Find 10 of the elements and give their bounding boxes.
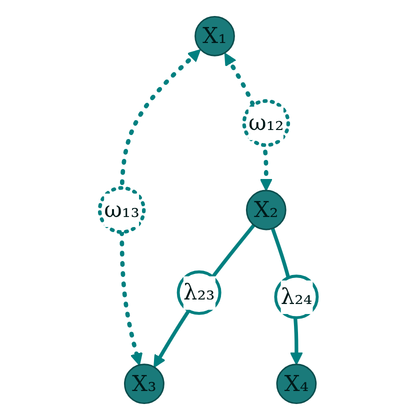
node-circle: X₁ — [194, 16, 235, 56]
edge-label: ω₁₂ — [248, 110, 284, 136]
node-circle: X₂ — [246, 190, 286, 230]
edge-label: λ₂₄ — [280, 283, 312, 310]
node-circle: X₃ — [124, 364, 164, 404]
edge-label: λ₂₃ — [183, 279, 215, 306]
node-circle: X₄ — [276, 364, 317, 404]
arrow — [120, 49, 201, 366]
edge-label: ω₁₃ — [104, 196, 140, 223]
arrow — [154, 224, 256, 368]
